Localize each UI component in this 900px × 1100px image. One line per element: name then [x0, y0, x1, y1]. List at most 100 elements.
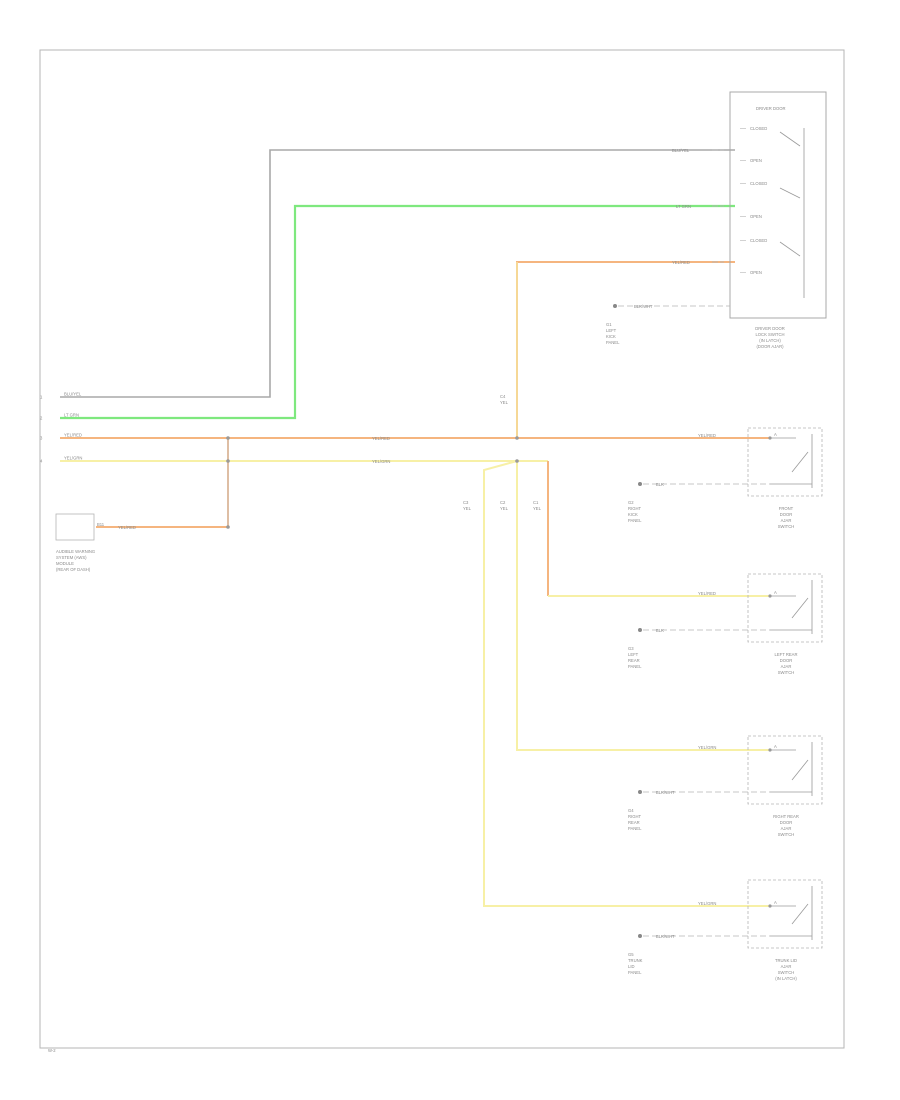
ground-label: G4: [628, 808, 634, 813]
aws-module-label-2: SYSTEM (AWS): [56, 555, 87, 560]
ground-label: PANEL: [628, 664, 642, 669]
terminal-wire-label: BLU/YEL: [64, 392, 82, 397]
switch-box: [747, 735, 823, 805]
switch-label: RIGHT REAR: [773, 814, 799, 819]
door-row-label: CLOSED: [750, 238, 767, 243]
splice-dot: [226, 525, 230, 529]
junction-label-top-1: C4: [500, 394, 506, 399]
switch-wire-label: YEL/RED: [698, 591, 716, 596]
switch-contact: [791, 597, 809, 619]
splice-dot: [515, 459, 519, 463]
switch-label: AJAR: [781, 664, 792, 669]
switch-label: LEFT REAR: [775, 652, 798, 657]
terminal-number: 3: [40, 436, 43, 441]
aws-module: B11 YEL/RED AUDIBLE WARNING SYSTEM (AWS)…: [55, 513, 136, 572]
ground-label: KICK: [628, 512, 638, 517]
junction-label-top-2: YEL: [500, 400, 509, 405]
splice-dot: [226, 436, 230, 440]
switch-wire-label: YEL/GRN: [698, 745, 716, 750]
switch-box: [747, 427, 823, 497]
ground-wire-label: BLK/WHT: [656, 934, 675, 939]
diagram-frame: [39, 49, 845, 1049]
terminal-wire-label: YEL/GRN: [64, 456, 82, 461]
door-row-label: CLOSED: [750, 181, 767, 186]
ground-label: REAR: [628, 658, 640, 663]
switch-label: AJAR: [781, 964, 792, 969]
ground-dot: [638, 934, 642, 938]
ground-label: RIGHT: [628, 814, 641, 819]
terminal-number: 2: [40, 416, 43, 421]
aws-module-label-4: (REAR OF DASH): [56, 567, 91, 572]
door-ground-label-1: G1: [606, 322, 612, 327]
ground-label: REAR: [628, 820, 640, 825]
terminal-number: 1: [40, 395, 43, 400]
ground-dot: [638, 628, 642, 632]
wire-orange-module: [96, 438, 229, 528]
ground-label: PANEL: [628, 518, 642, 523]
terminal-wire-label: LT GRN: [64, 413, 79, 418]
ground-wire-label: BLK: [656, 482, 664, 487]
wire-orange-door: [516, 261, 735, 438]
ground-label: LID: [628, 964, 635, 969]
junction-label-j1-1: C3: [463, 500, 469, 505]
door-ground-wire-label: BLK/WHT: [634, 304, 653, 309]
door-ground-label-4: PANEL: [606, 340, 620, 345]
switch-contact: [791, 451, 809, 473]
door-module-box: [729, 91, 827, 319]
wire-gray: [60, 149, 735, 398]
switch-pin: A: [774, 432, 777, 437]
junction-label-j3-1: C1: [533, 500, 539, 505]
switch-contact: [791, 903, 809, 925]
switch-pin: A: [774, 900, 777, 905]
aws-module-box: [55, 513, 95, 541]
switch-label: DOOR: [780, 658, 793, 663]
splice-dot: [226, 459, 230, 463]
page-footer: W-2: [48, 1048, 56, 1053]
door-ground-dot: [613, 304, 617, 308]
door-module-header: DRIVER DOOR: [756, 106, 786, 111]
switch-label: AJAR: [781, 826, 792, 831]
ground-wire-label: BLK: [656, 628, 664, 633]
ground-label: PANEL: [628, 826, 642, 831]
switch-label: SWITCH: [778, 832, 795, 837]
door-module: DRIVER DOOR CLOSEDOPENCLOSEDOPENCLOSEDOP…: [606, 91, 827, 349]
junction-label-j1-2: YEL: [463, 506, 472, 511]
terminal-number: 4: [40, 459, 43, 464]
switch-label: SWITCH: [778, 524, 795, 529]
aws-module-label-1: AUDIBLE WARNING: [56, 549, 95, 554]
terminal-wire-label: YEL/RED: [64, 433, 82, 438]
ground-label: G5: [628, 952, 634, 957]
door-label-4: (DOOR AJAR): [757, 344, 785, 349]
aws-module-pin: B11: [97, 522, 105, 527]
aws-module-label-3: MODULE: [56, 561, 74, 566]
ground-label: LEFT: [628, 652, 639, 657]
switch-box: [747, 879, 823, 949]
wire-yellow-branch4: [483, 460, 770, 907]
wire-label-orange-mid: YEL/RED: [372, 436, 390, 441]
switch-pin: A: [774, 590, 777, 595]
ground-label: TRUNK: [628, 958, 643, 963]
wire-label-yellow-mid: YEL/GRN: [372, 459, 390, 464]
junction-label-j2-2: YEL: [500, 506, 509, 511]
door-row-label: CLOSED: [750, 126, 767, 131]
wire-label-green-top: LT GRN: [676, 204, 691, 209]
ground-label: PANEL: [628, 970, 642, 975]
splice-dot: [515, 436, 519, 440]
junction-label-j3-2: YEL: [533, 506, 542, 511]
wire-label-orange-top: YEL/RED: [672, 260, 690, 265]
switch-label: SWITCH: [778, 670, 795, 675]
switch-wire-label: YEL/RED: [698, 433, 716, 438]
switch-box: [747, 573, 823, 643]
switch-label: SWITCH: [778, 970, 795, 975]
ground-dot: [638, 482, 642, 486]
switch-label: DOOR: [780, 820, 793, 825]
junction-label-j2-1: C2: [500, 500, 506, 505]
door-label-2: LOCK SWITCH: [755, 332, 784, 337]
ground-label: RIGHT: [628, 506, 641, 511]
ground-label: G2: [628, 500, 634, 505]
door-row-label: OPEN: [750, 270, 762, 275]
ground-label: G3: [628, 646, 634, 651]
